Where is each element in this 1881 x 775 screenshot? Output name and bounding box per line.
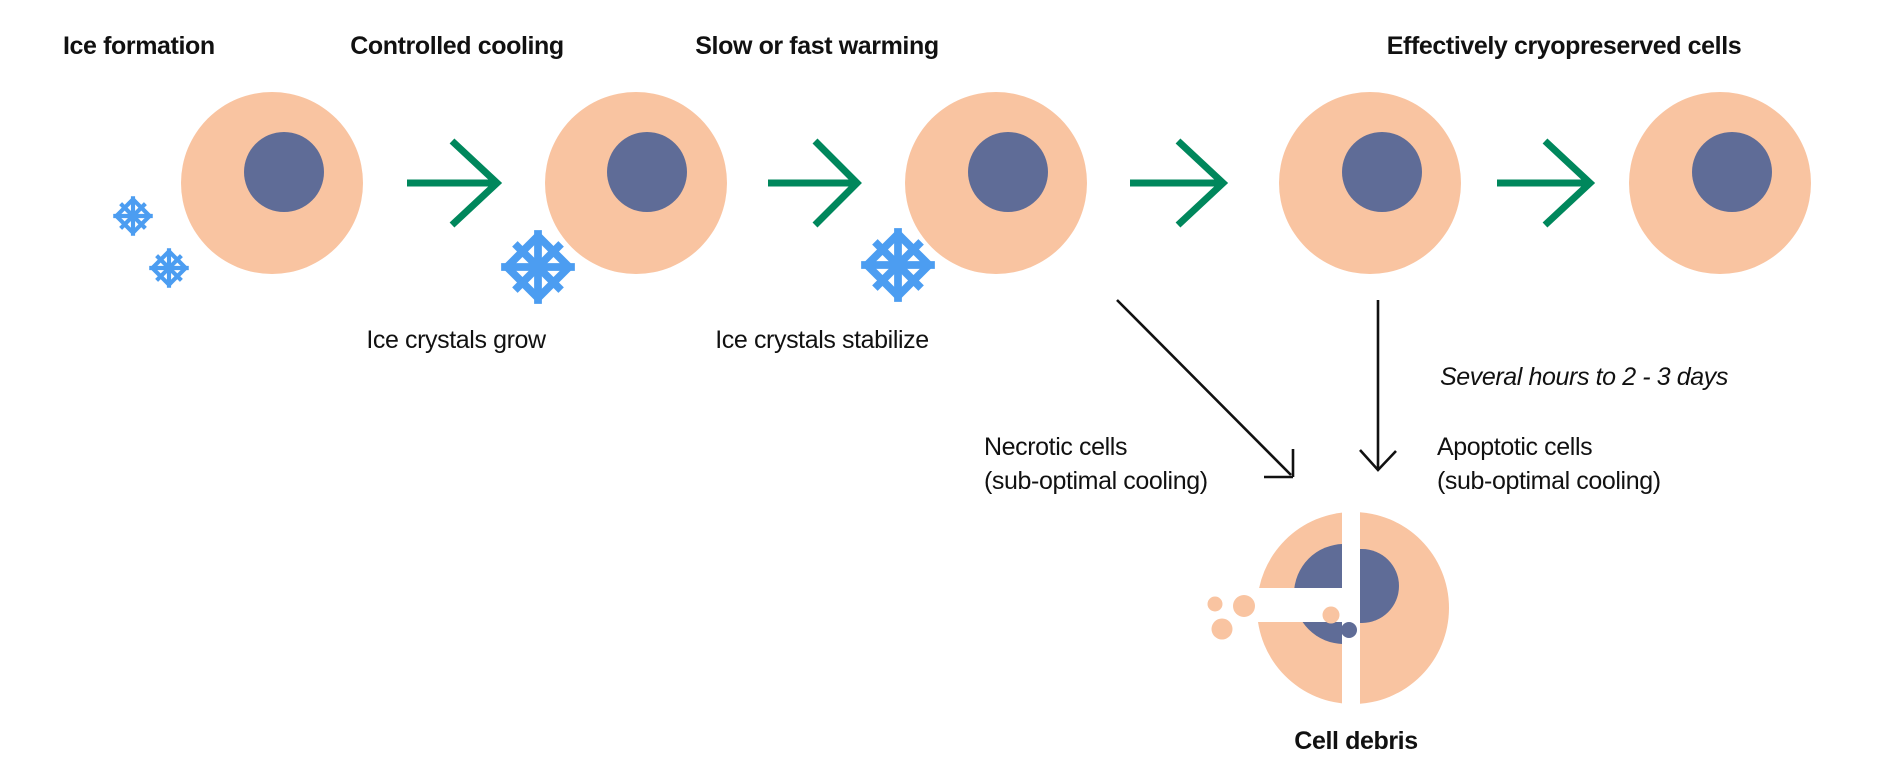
- cell-nucleus: [244, 132, 324, 212]
- cell-4: [1279, 92, 1461, 274]
- thin-black-arrow-diagonal: [1116, 299, 1295, 479]
- thin-black-arrow-vertical: [1359, 300, 1397, 472]
- sublabel-ice-crystals-grow: Ice crystals grow: [366, 326, 546, 354]
- stage-label-controlled-cooling: Controlled cooling: [350, 32, 564, 60]
- cell-2: [545, 92, 727, 274]
- cell-nucleus: [1342, 132, 1422, 212]
- green-right-arrow-3: [1130, 138, 1229, 228]
- necrotic-line1: Necrotic cells: [984, 433, 1128, 461]
- debris-dot-outer-1: [1207, 596, 1223, 612]
- snowflake-icon-small-1: [115, 198, 150, 233]
- cell-3: [905, 92, 1087, 274]
- debris-nucleus-bottom-left: [1302, 622, 1342, 644]
- sublabel-ice-crystals-stabilize: Ice crystals stabilize: [715, 326, 929, 354]
- cell-debris-label: Cell debris: [1294, 727, 1418, 755]
- apoptotic-line1: Apoptotic cells: [1437, 433, 1593, 461]
- apoptotic-cells-caption: Apoptotic cells (sub-optimal cooling): [1437, 430, 1661, 498]
- debris-dot-outer-3: [1211, 618, 1233, 640]
- cell-nucleus: [1692, 132, 1772, 212]
- debris-nucleus-right: [1360, 549, 1399, 623]
- snowflake-icon-large-1: [505, 234, 571, 300]
- cell-5: [1629, 92, 1811, 274]
- snowflake-icon-small-2: [151, 250, 186, 285]
- stage-label-effectively-cryopreserved: Effectively cryopreserved cells: [1386, 32, 1742, 60]
- stage-label-slow-or-fast-warming: Slow or fast warming: [695, 32, 939, 60]
- duration-note: Several hours to 2 - 3 days: [1440, 363, 1728, 391]
- debris-nucleus-top-left: [1294, 544, 1342, 588]
- green-right-arrow-1: [407, 138, 503, 228]
- green-right-arrow-4: [1497, 138, 1596, 228]
- debris-bottom-left-piece: [1258, 622, 1342, 704]
- cell-nucleus: [607, 132, 687, 212]
- cell-nucleus: [968, 132, 1048, 212]
- necrotic-line2: (sub-optimal cooling): [984, 467, 1208, 495]
- stage-label-ice-formation: Ice formation: [63, 32, 215, 60]
- debris-dot-nucleus-fragment: [1341, 622, 1357, 638]
- debris-dot-peach-center: [1322, 606, 1340, 624]
- necrotic-cells-caption: Necrotic cells (sub-optimal cooling): [984, 430, 1208, 498]
- green-right-arrow-2: [768, 138, 862, 228]
- cell-1: [181, 92, 363, 274]
- debris-dot-outer-2: [1233, 595, 1255, 617]
- broken-cell-debris: [1207, 512, 1449, 704]
- apoptotic-line2: (sub-optimal cooling): [1437, 467, 1661, 495]
- snowflake-icon-large-2: [865, 232, 931, 298]
